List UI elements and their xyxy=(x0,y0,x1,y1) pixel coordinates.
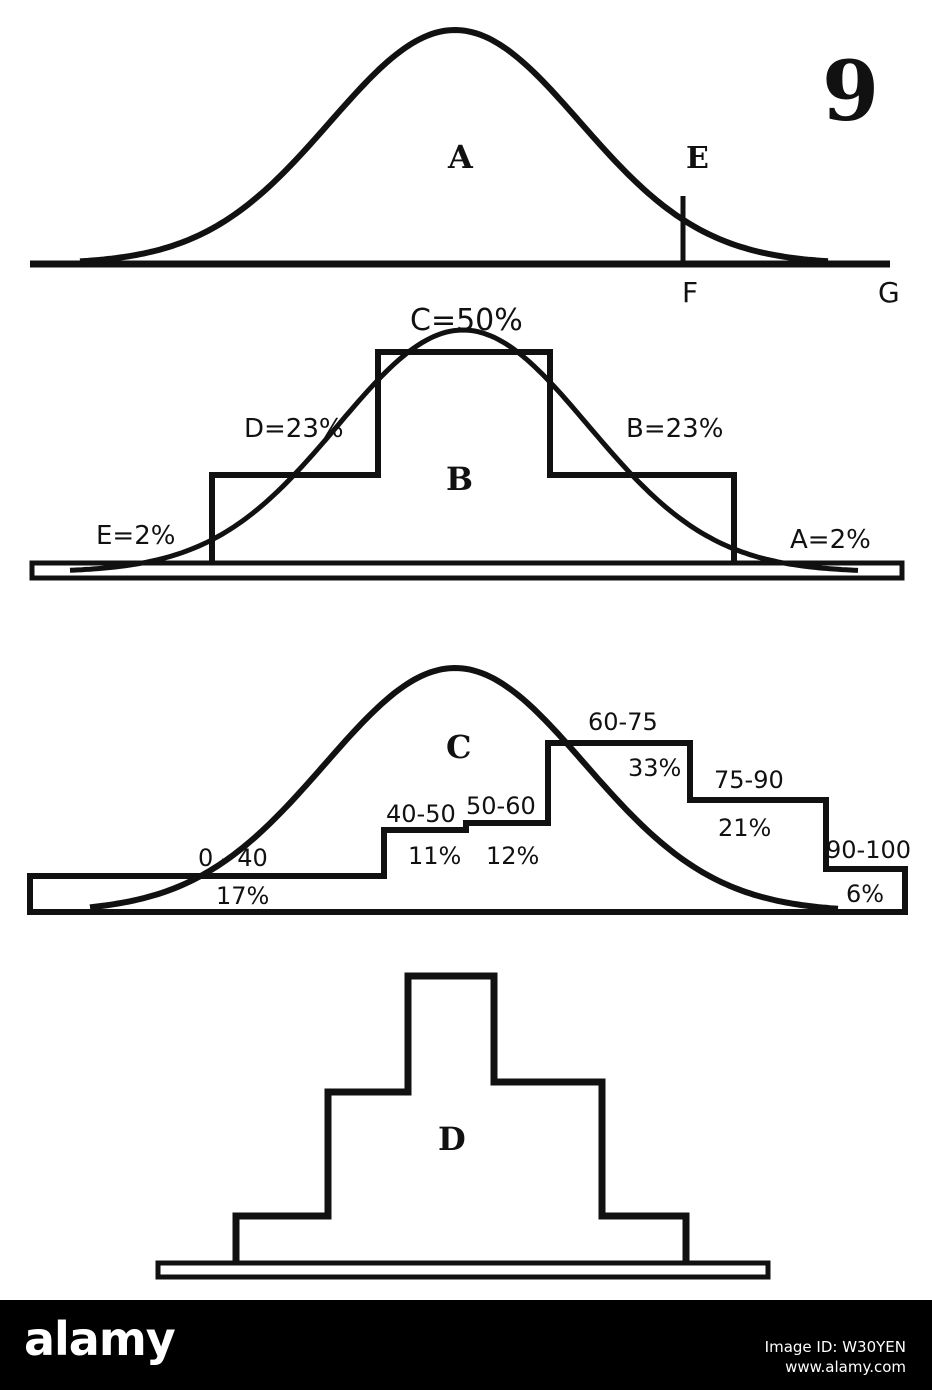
footer-bar: alamy Image ID: W30YEN www.alamy.com xyxy=(0,1300,932,1390)
panel-c-percent-1: 17% xyxy=(216,882,269,910)
panel-d: D xyxy=(155,972,771,1280)
panel-c-range-4: 60-75 xyxy=(588,708,658,736)
panel-a-label: A xyxy=(447,138,474,176)
panel-c-range-1: 0 - 40 xyxy=(198,844,268,872)
panel-a-point-e: E xyxy=(686,141,709,176)
panel-b-label-b: B=23% xyxy=(626,414,723,444)
panel-c-percent-4: 33% xyxy=(628,754,681,782)
panel-c-percent-3: 12% xyxy=(486,842,539,870)
panel-c-percent-6: 6% xyxy=(846,880,884,908)
panel-c-bell-curve xyxy=(89,664,839,912)
panel-a: A E F G xyxy=(30,26,900,309)
figure-number: 9 xyxy=(822,44,879,140)
panel-c-range-3: 50-60 xyxy=(466,792,536,820)
panel-b-label-a: A=2% xyxy=(790,525,871,555)
panel-d-step-outline xyxy=(232,972,690,1263)
panel-d-base-strip xyxy=(155,1260,771,1280)
panel-b-label-d: D=23% xyxy=(244,414,344,444)
panel-c-percent-2: 11% xyxy=(408,842,461,870)
panel-a-point-g: G xyxy=(878,276,900,309)
panel-b-label-c: C=50% xyxy=(410,303,523,338)
panel-c-step-outline xyxy=(27,740,908,915)
panel-c: C 0 - 40 17% 40-50 11% 50-60 12% 60-75 3… xyxy=(27,664,911,915)
panel-b-step-outline xyxy=(209,349,737,563)
footer-brand-logo: alamy xyxy=(24,1312,176,1366)
panel-a-point-f: F xyxy=(682,276,698,309)
footer-image-id: Image ID: W30YEN xyxy=(764,1338,906,1356)
panel-d-label: D xyxy=(438,1120,466,1158)
panel-c-range-2: 40-50 xyxy=(386,800,456,828)
footer-url[interactable]: www.alamy.com xyxy=(785,1358,906,1376)
panel-a-bell-curve xyxy=(79,26,829,265)
panel-b-label-e: E=2% xyxy=(96,521,175,551)
panel-b-label: B xyxy=(446,460,473,498)
panel-c-label: C xyxy=(446,728,471,766)
panel-b-bell-curve xyxy=(69,327,859,573)
panel-c-range-5: 75-90 xyxy=(714,766,784,794)
panel-b: C=50% D=23% B=23% E=2% A=2% B xyxy=(29,303,905,581)
panel-c-percent-5: 21% xyxy=(718,814,771,842)
normal-distribution-figure: 9 A E F G C=50% D=23% B=23% E=2% A=2% B … xyxy=(27,26,911,1280)
panel-c-range-6: 90-100 xyxy=(826,836,911,864)
panel-b-base-strip xyxy=(29,560,905,581)
